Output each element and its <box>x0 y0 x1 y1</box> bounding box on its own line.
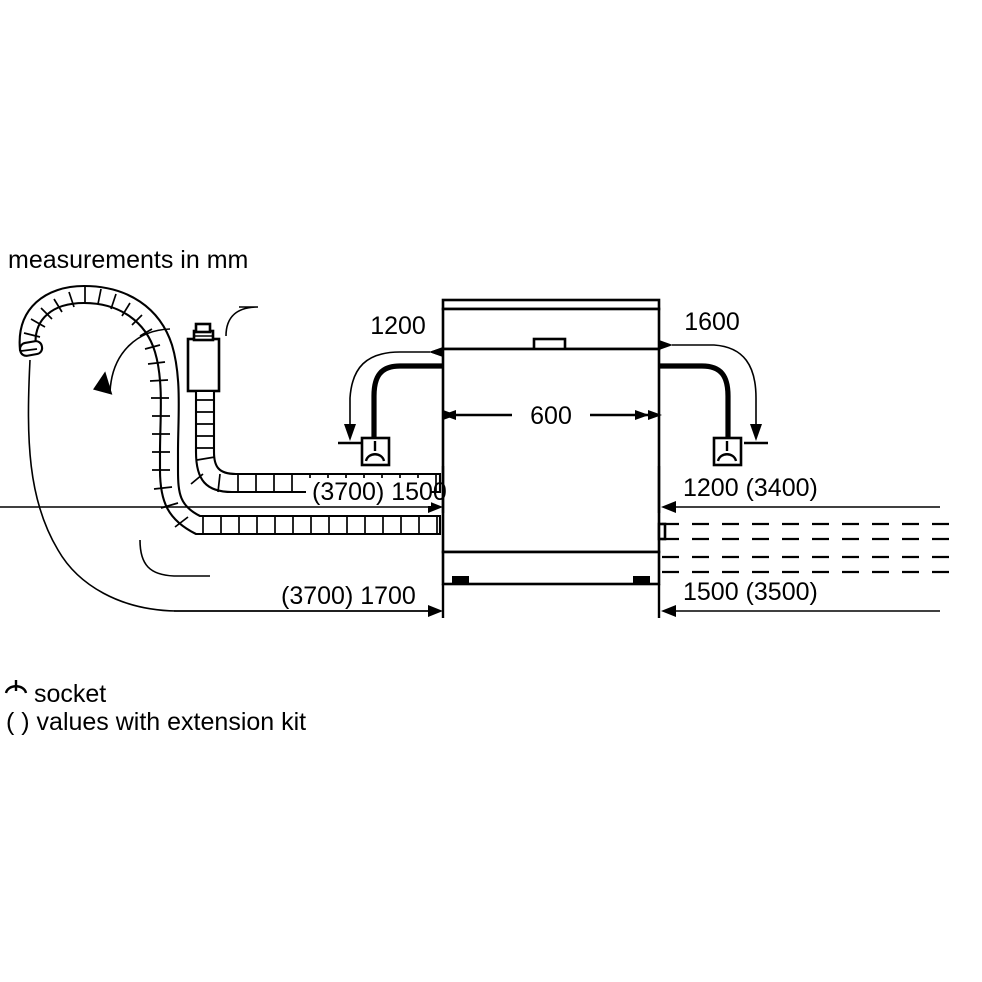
appliance-foot <box>633 576 650 585</box>
dimension-right-inlet-hose: 1200 (3400) <box>657 466 940 513</box>
legend-socket-label: socket <box>34 680 106 708</box>
power-cord-left: 1200 <box>338 312 443 467</box>
dimension-1500-3500-label: 1500 (3500) <box>683 578 818 606</box>
dimension-left-inlet-hose: (3700) 1500 <box>0 466 447 513</box>
legend-socket-icon <box>4 680 28 694</box>
rotation-arrow <box>93 328 171 395</box>
water-inlet-hose-corrugated <box>190 389 442 494</box>
dimension-right-drain-hose: 1500 (3500) <box>657 578 940 618</box>
dimension-left-drain-hose: (3700) 1700 <box>27 359 445 618</box>
legend-extension-kit-label: ( ) values with extension kit <box>6 708 306 736</box>
hose-centre-guides <box>225 306 259 337</box>
dimension-1200-3400-label: 1200 (3400) <box>683 474 818 502</box>
power-cord-right: 1600 <box>659 308 768 467</box>
aqua-stop-valve <box>186 322 221 393</box>
appliance-foot <box>452 576 469 585</box>
legend: socket ( ) values with extension kit <box>4 680 306 736</box>
dimension-3700-1700-label: (3700) 1700 <box>281 582 416 610</box>
dimension-1600-right-label: 1600 <box>684 308 740 336</box>
dimension-3700-1500-label: (3700) 1500 <box>312 478 447 506</box>
unit-note-label: measurements in mm <box>8 246 248 274</box>
appliance-body <box>441 298 661 586</box>
socket-symbol <box>712 436 743 467</box>
dimension-600-label: 600 <box>530 402 572 430</box>
hose-pair-right-dashed <box>657 522 960 574</box>
dimension-1200-left-label: 1200 <box>370 312 426 340</box>
drain-hose-corrugated <box>18 284 442 536</box>
socket-symbol <box>360 436 391 467</box>
dimension-appliance-width: 600 <box>442 400 662 430</box>
